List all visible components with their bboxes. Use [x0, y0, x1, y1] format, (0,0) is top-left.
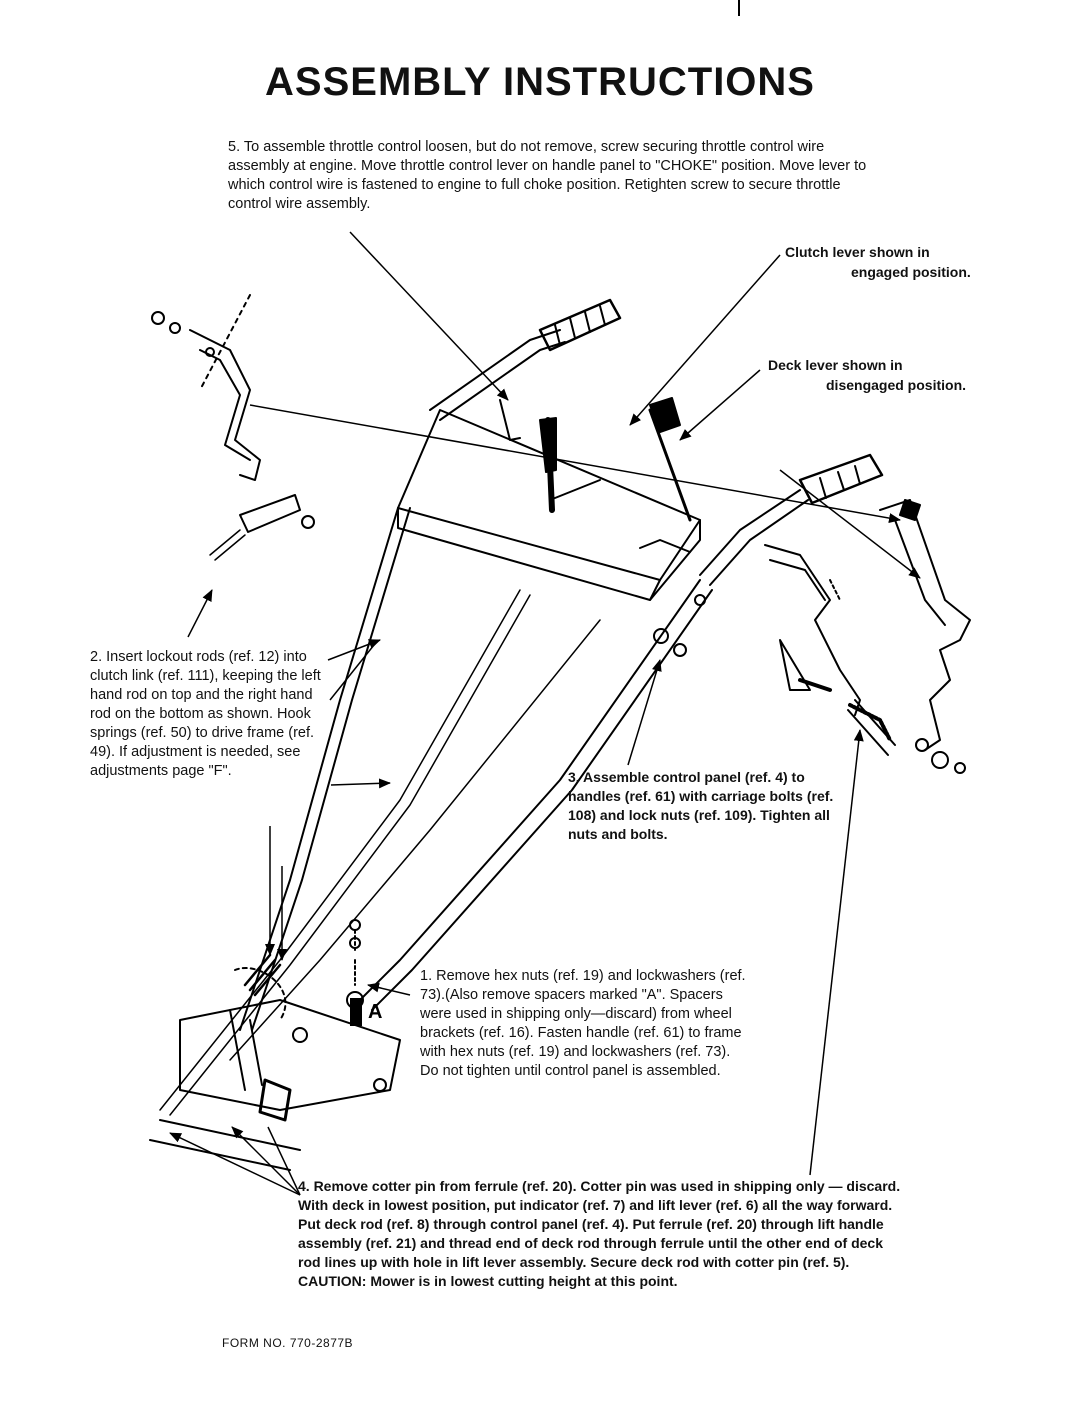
page-title: ASSEMBLY INSTRUCTIONS: [265, 60, 815, 104]
spacer-a-label: A: [368, 1001, 382, 1023]
step-3-text: 3. Assemble control panel (ref. 4) to ha…: [568, 769, 834, 842]
spacer-a: A: [350, 998, 382, 1026]
form-number: FORM NO. 770-2877B: [222, 1336, 354, 1350]
step-5-text: 5. To assemble throttle control loosen, …: [228, 139, 867, 212]
right-handle: [359, 453, 884, 1011]
wheel-bracket: [149, 919, 401, 1171]
lock-nut: [673, 643, 687, 657]
deck-caption-line1: Deck lever shown in: [768, 357, 903, 373]
step-2-text: 2. Insert lockout rods (ref. 12) into cl…: [90, 649, 321, 779]
clutch-lever-caption: Clutch lever shown in engaged position.: [785, 242, 985, 282]
control-panel: [397, 409, 701, 601]
levers: [499, 397, 692, 522]
lift-lever-exploded: [764, 499, 971, 774]
clutch-caption-line1: Clutch lever shown in: [785, 244, 930, 260]
step-1-text: 1. Remove hex nuts (ref. 19) and lockwas…: [420, 968, 746, 1079]
registration-mark: [738, 0, 740, 16]
clutch-link-exploded: [151, 294, 315, 561]
deck-lever-caption: Deck lever shown in disengaged position.: [768, 355, 978, 395]
deck-caption-line2: disengaged position.: [826, 377, 967, 393]
step-4-text: 4. Remove cotter pin from ferrule (ref. …: [298, 1178, 901, 1289]
clutch-caption-line2: engaged position.: [851, 264, 971, 280]
